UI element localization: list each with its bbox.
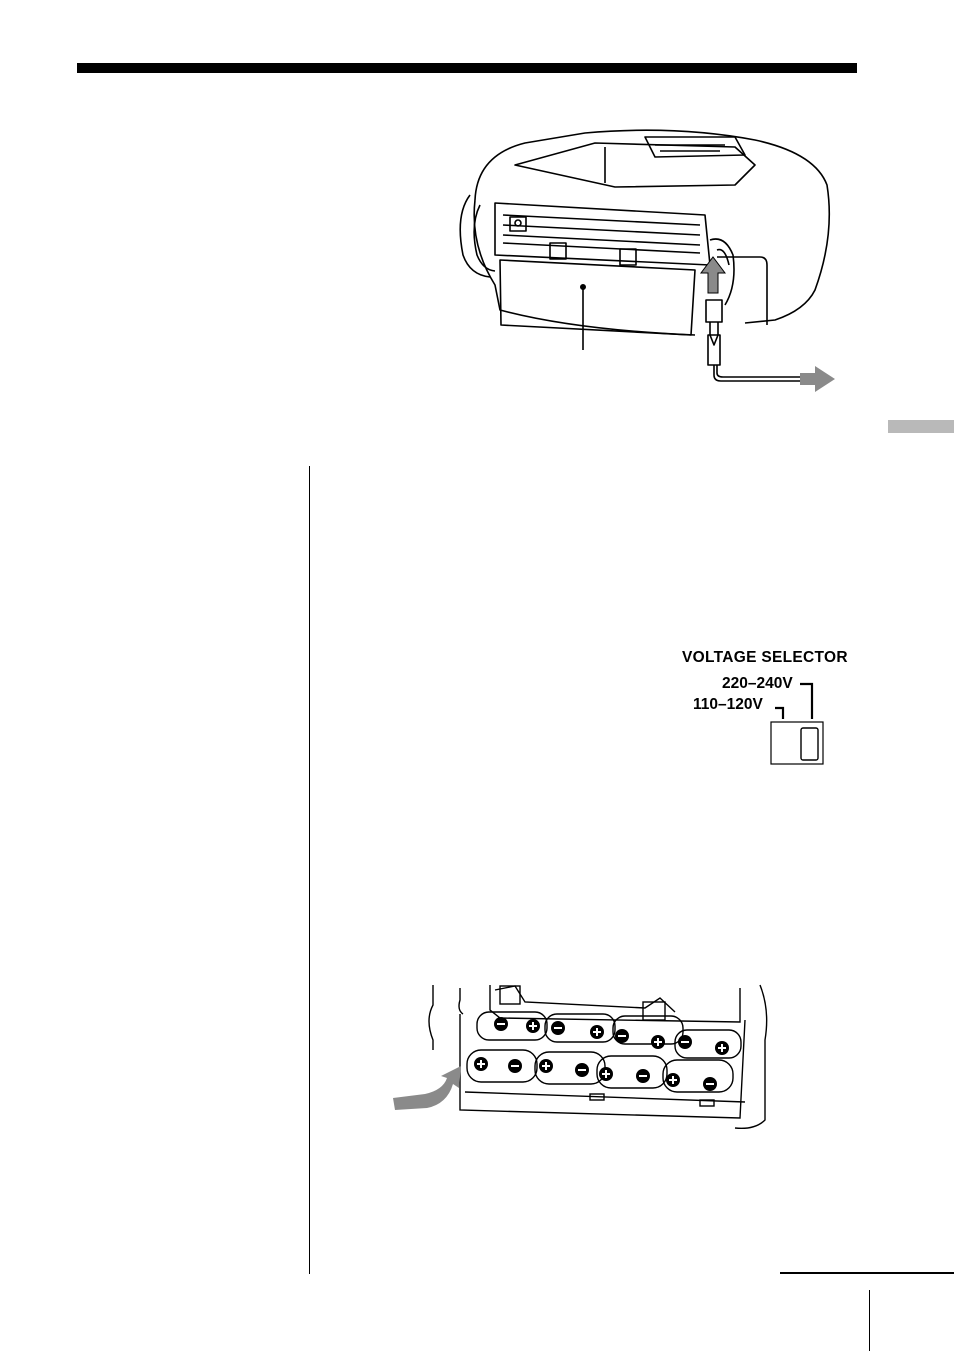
voltage-option-low: 110–120V bbox=[693, 697, 763, 713]
footer-rule bbox=[780, 1272, 954, 1274]
top-rule bbox=[77, 63, 857, 73]
section-tab-marker bbox=[888, 420, 954, 433]
column-divider bbox=[309, 466, 310, 1274]
boombox-illustration bbox=[455, 125, 855, 400]
voltage-selector-title: VOLTAGE SELECTOR bbox=[682, 650, 848, 666]
voltage-selector-switch bbox=[760, 675, 830, 770]
page-number-divider bbox=[869, 1290, 870, 1351]
battery-compartment-illustration bbox=[385, 980, 775, 1130]
